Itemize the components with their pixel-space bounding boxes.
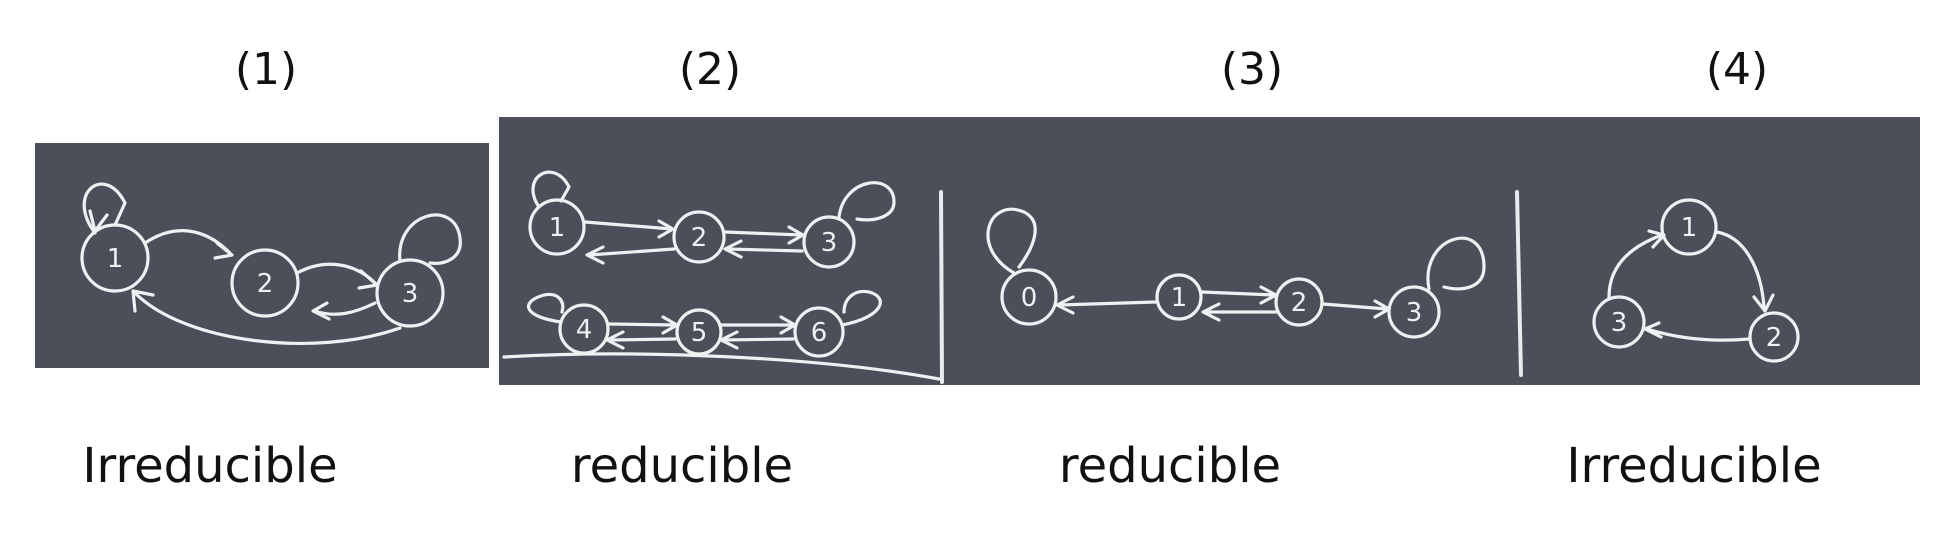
- self-loop: [82, 182, 127, 235]
- state-label: 3: [1406, 298, 1423, 328]
- state-label: 0: [1021, 283, 1038, 313]
- state-node: [802, 215, 856, 269]
- arrow-2-to-3: [723, 225, 805, 245]
- state-node: [375, 258, 445, 328]
- figure-4-verdict: Irreducible: [1566, 438, 1822, 494]
- state-node: [675, 308, 723, 356]
- arrow-6-to-5: [719, 330, 795, 350]
- state-label: 1: [549, 213, 566, 243]
- state-node: [1274, 277, 1324, 327]
- state-node: [1000, 268, 1058, 326]
- figure-1-number: (1): [234, 44, 298, 95]
- state-node: [1155, 273, 1203, 321]
- separator-line: [1515, 190, 1523, 377]
- markov-chain-diagrams-2-3-4: 1 2 3 4 5 6 0 1 2 3: [502, 170, 1800, 384]
- state-label: 1: [1681, 213, 1698, 243]
- state-node: [1660, 198, 1718, 256]
- figure-4-number: (4): [1705, 44, 1769, 95]
- arrow-5-to-4: [605, 330, 677, 350]
- state-label: 2: [257, 269, 274, 299]
- arrow-1-to-2: [1715, 230, 1775, 313]
- state-label: 6: [811, 318, 828, 348]
- state-node: [793, 306, 845, 358]
- state-node: [528, 198, 586, 256]
- separator-line: [939, 190, 944, 384]
- arrowhead: [88, 209, 109, 233]
- figure-1-verdict: Irreducible: [82, 438, 338, 494]
- state-label: 3: [402, 279, 419, 309]
- state-node: [1748, 311, 1800, 363]
- state-node: [230, 248, 300, 318]
- arrow-5-to-6: [720, 315, 797, 335]
- state-label: 2: [1291, 288, 1308, 318]
- arrow-2-to-1: [585, 245, 676, 265]
- self-loop: [531, 170, 571, 209]
- arrow-3-to-2: [311, 301, 377, 321]
- state-node: [1592, 295, 1646, 349]
- arrow-2-to-3: [1643, 321, 1751, 342]
- arrow-1-to-2: [1200, 285, 1278, 305]
- arrow-2-to-3: [1321, 299, 1391, 319]
- self-loop: [986, 207, 1037, 275]
- self-loop: [398, 213, 462, 265]
- self-loop: [837, 181, 896, 222]
- state-label: 4: [576, 315, 593, 345]
- figure-2-verdict: reducible: [570, 438, 794, 494]
- state-label: 3: [821, 228, 838, 258]
- arrow-1-to-2: [583, 219, 675, 239]
- state-node: [672, 210, 726, 264]
- figure-2-number: (2): [678, 44, 742, 95]
- self-loop: [840, 289, 882, 327]
- arrow-1-to-2: [143, 229, 234, 260]
- markov-chain-diagram-1: 1 2 3: [80, 182, 462, 345]
- figure-3-verdict: reducible: [1058, 438, 1282, 494]
- state-label: 2: [691, 223, 708, 253]
- state-label: 1: [1171, 283, 1188, 313]
- self-loop: [1426, 236, 1486, 291]
- chalkboard-1: 1 2 3: [35, 143, 489, 368]
- state-label: 1: [107, 244, 124, 274]
- state-node: [1387, 285, 1441, 339]
- arrow-3-to-1: [1607, 229, 1666, 299]
- self-loop: [527, 292, 565, 324]
- arrow-3-to-1: [131, 289, 402, 345]
- arrow-2-to-1: [1201, 302, 1278, 322]
- state-node: [558, 303, 610, 355]
- arrow-3-to-2: [723, 239, 804, 259]
- figure-3-number: (3): [1220, 44, 1284, 95]
- state-label: 2: [1766, 323, 1783, 353]
- state-label: 3: [1611, 308, 1628, 338]
- arrow-4-to-5: [607, 315, 679, 335]
- chalkboard-2-3-4: 1 2 3 4 5 6 0 1 2 3: [499, 117, 1920, 385]
- state-label: 5: [691, 318, 708, 348]
- underline-stroke: [502, 352, 941, 381]
- arrow-1-to-0: [1055, 295, 1158, 315]
- arrow-2-to-3: [295, 262, 379, 290]
